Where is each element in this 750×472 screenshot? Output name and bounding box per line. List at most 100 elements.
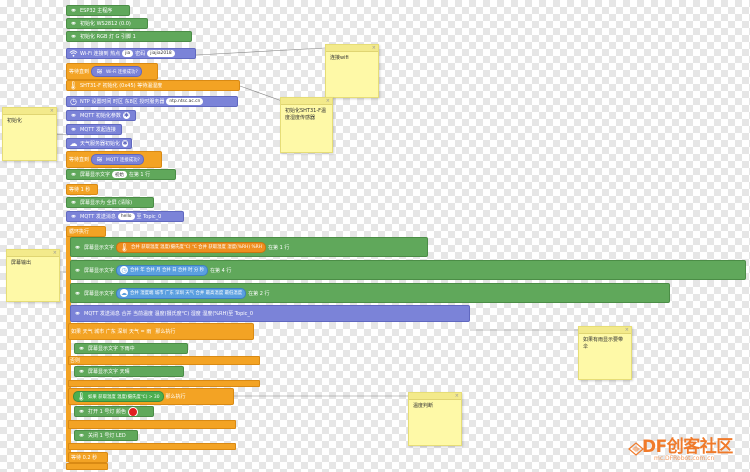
mqtt-ok-reporter[interactable]: ≋ MQTT 连接成功? — [91, 154, 144, 165]
temp-compare-reporter[interactable]: 🌡 如果 获取温度 温度(摄氏度℃) > 30 — [73, 391, 164, 402]
pwd-label: 密码 — [135, 51, 146, 57]
gear-icon[interactable]: ✱ — [122, 140, 128, 147]
note-header: × — [579, 327, 631, 334]
close-icon[interactable]: × — [371, 45, 376, 51]
note-text: 初始化 — [7, 118, 23, 124]
wait-wifi-block[interactable]: 等待直到 ≋ Wi-Fi 连接成功? — [66, 63, 158, 80]
clock-icon: ◷ — [120, 266, 129, 274]
block-label: ESP32 主程序 — [80, 8, 113, 14]
note-wifi[interactable]: × 连接wifi — [325, 44, 379, 98]
show-rain-block[interactable]: ⚭ 屏幕显示文字 下雨中 — [74, 343, 188, 354]
block-label: 等待 0.2 秒 — [71, 455, 98, 461]
block-label: MQTT 初始化参数 — [80, 113, 121, 119]
red-color-picker[interactable] — [127, 407, 138, 416]
link-icon: ⚭ — [70, 170, 77, 179]
display-weather-block[interactable]: ⚭ 屏幕显示文字 ☁ 合并 湿度端 城市 广东 深圳 天气 合并 最高温度 最低… — [70, 283, 670, 303]
weather-join-reporter[interactable]: ☁ 合并 湿度端 城市 广东 深圳 天气 合并 最高温度 最低温度 — [116, 287, 247, 299]
cloud-icon: ☁ — [120, 289, 129, 297]
logo-url: mc.DFRobot.com.cn — [654, 455, 715, 462]
block-label: 初始化 WS2812 (0.0) — [80, 21, 131, 27]
block-label: 屏幕显示文字 — [84, 267, 115, 274]
block-label: Wi-Fi 连接到 热点 — [80, 51, 121, 57]
block-label: 屏幕显示文字 天晴 — [88, 369, 130, 375]
link-icon: ⚭ — [70, 6, 77, 15]
note-text: 连接wifi — [330, 55, 349, 61]
wifi-ok-reporter[interactable]: ≋ Wi-Fi 连接成功? — [91, 66, 142, 77]
text-input[interactable]: 初始 — [112, 171, 127, 178]
wait-block[interactable]: 等待 1 秒 — [66, 184, 98, 195]
else-bar-2 — [68, 420, 236, 429]
led-off-block[interactable]: ⚭ 关闭 1 号灯 LED — [74, 430, 138, 441]
wifi-ssid-input[interactable]: jia — [122, 50, 134, 57]
cloud-icon: ☁ — [69, 139, 78, 148]
link-icon: ⚭ — [70, 111, 77, 120]
block-label: 循环执行 — [69, 229, 90, 235]
then-label: 那么执行 — [155, 329, 176, 335]
block-label: NTP 设置时间 时区 东8区 授时服务器 — [80, 99, 165, 105]
note-display[interactable]: × 屏幕输出 — [6, 249, 60, 302]
wifi-connect-block[interactable]: Wi-Fi 连接到 热点 jia 密码 jiajia2018 — [66, 48, 196, 59]
note-header: × — [3, 108, 56, 115]
note-rain[interactable]: × 如果有雨显示要带伞 — [578, 326, 632, 380]
close-icon[interactable]: × — [624, 327, 629, 333]
ws2812-init-block[interactable]: ⚭ 初始化 WS2812 (0.0) — [66, 18, 148, 29]
note-header: × — [409, 393, 461, 400]
ntp-server-input[interactable]: ntp.ntsc.ac.cn — [166, 98, 204, 105]
link-icon: ⚭ — [70, 125, 77, 134]
logo-text: DF创客社区 — [642, 437, 733, 457]
link-icon: ⚭ — [70, 19, 77, 28]
gear-icon[interactable]: ✱ — [122, 112, 130, 119]
join-reporter[interactable]: 🌡 合并 获取温度 温度(摄氏度℃) ℃ 合并 获取湿度 湿度(%RH) %RH — [116, 241, 266, 253]
reporter-label: 如果 获取温度 温度(摄氏度℃) > 30 — [88, 394, 160, 400]
note-init[interactable]: × 初始化 — [2, 107, 57, 161]
loop-block[interactable]: 循环执行 — [66, 226, 106, 237]
mqtt-send-data-block[interactable]: ⚭ MQTT 发送消息 合并 当前温度 温度(摄氏度℃) 湿度 湿度(%RH) … — [70, 305, 470, 322]
wait-end-block[interactable]: 等待 0.2 秒 — [68, 452, 108, 463]
note-temp[interactable]: × 温度判断 — [408, 392, 462, 446]
mqtt-send-block[interactable]: ⚭ MQTT 发送消息 hello 至 Topic_0 — [66, 211, 184, 222]
if-weather-block[interactable]: 如果 天气 城市 广东 深圳 天气 = 雨 那么执行 — [68, 323, 254, 340]
reporter-label: 合并 年 合并 月 合并 日 合并 时 分 秒 — [130, 268, 205, 273]
close-icon[interactable]: × — [49, 108, 54, 114]
sht31-init-block[interactable]: 🌡 SHT31-F 初始化 (0x45) 等待温湿度 — [66, 80, 240, 91]
esp32-main-block[interactable]: ⚭ ESP32 主程序 — [66, 5, 130, 16]
close-icon[interactable]: × — [325, 98, 330, 104]
loop-end-bar — [66, 463, 108, 470]
wifi-icon: ≋ — [96, 67, 103, 76]
show-text-block[interactable]: ⚭ 屏幕显示文字 初始 在第 1 行 — [66, 169, 176, 180]
display-time-block[interactable]: ⚭ 屏幕显示文字 ◷ 合并 年 合并 月 合并 日 合并 时 分 秒 在第 4 … — [70, 260, 746, 280]
block-label: MQTT 发送消息 合并 当前温度 温度(摄氏度℃) 湿度 湿度(%RH) — [84, 311, 229, 317]
mqtt-connect-block[interactable]: ⚭ MQTT 发起连接 — [66, 124, 122, 135]
reporter-label: Wi-Fi 连接成功? — [106, 69, 138, 75]
show-sun-block[interactable]: ⚭ 屏幕显示文字 天晴 — [74, 366, 184, 377]
close-icon[interactable]: × — [52, 250, 57, 256]
note-text: 屏幕输出 — [11, 260, 32, 266]
else-label-row: 否则 — [68, 357, 98, 364]
note-header: × — [326, 45, 378, 52]
ntp-block[interactable]: ◷ NTP 设置时间 时区 东8区 授时服务器 ntp.ntsc.ac.cn — [66, 96, 238, 107]
if-temp-block[interactable]: 🌡 如果 获取温度 温度(摄氏度℃) > 30 那么执行 — [68, 388, 234, 405]
logo-mark-icon — [628, 442, 644, 456]
note-sensor[interactable]: × 初始化SHT31-F温度湿度传感器 — [280, 97, 333, 153]
note-header: × — [7, 250, 59, 257]
mqtt-init-block[interactable]: ⚭ MQTT 初始化参数 ✱ — [66, 110, 136, 121]
link-icon: ⚭ — [74, 265, 81, 275]
wait-mqtt-block[interactable]: 等待直到 ≋ MQTT 连接成功? — [66, 151, 162, 168]
wifi-icon: ≋ — [96, 155, 103, 164]
close-icon[interactable]: × — [454, 393, 459, 399]
block-label: 屏幕显示文字 — [84, 290, 115, 297]
time-join-reporter[interactable]: ◷ 合并 年 合并 月 合并 日 合并 时 分 秒 — [116, 264, 209, 276]
set-full-block[interactable]: ⚭ 屏幕显示为 全屏 (清除) — [66, 197, 154, 208]
led-on-block[interactable]: ⚭ 打开 1 号灯 颜色 — [74, 406, 154, 417]
if-end-bar — [68, 380, 260, 387]
then-label: 那么执行 — [165, 394, 186, 400]
note-text: 如果有雨显示要带伞 — [583, 337, 624, 350]
wifi-password-input[interactable]: jiajia2018 — [147, 50, 175, 57]
df-logo: DF创客社区 mc.DFRobot.com.cn — [628, 432, 746, 468]
message-input[interactable]: hello — [117, 213, 135, 220]
row-label: 在第 1 行 — [128, 172, 151, 178]
rgb-init-block[interactable]: ⚭ 初始化 RGB 灯 G 引脚 1 — [66, 31, 192, 42]
weather-init-block[interactable]: ☁ 天气服务器初始化 ✱ — [66, 138, 132, 149]
display-temp-block[interactable]: ⚭ 屏幕显示文字 🌡 合并 获取温度 温度(摄氏度℃) ℃ 合并 获取湿度 湿度… — [70, 237, 428, 257]
